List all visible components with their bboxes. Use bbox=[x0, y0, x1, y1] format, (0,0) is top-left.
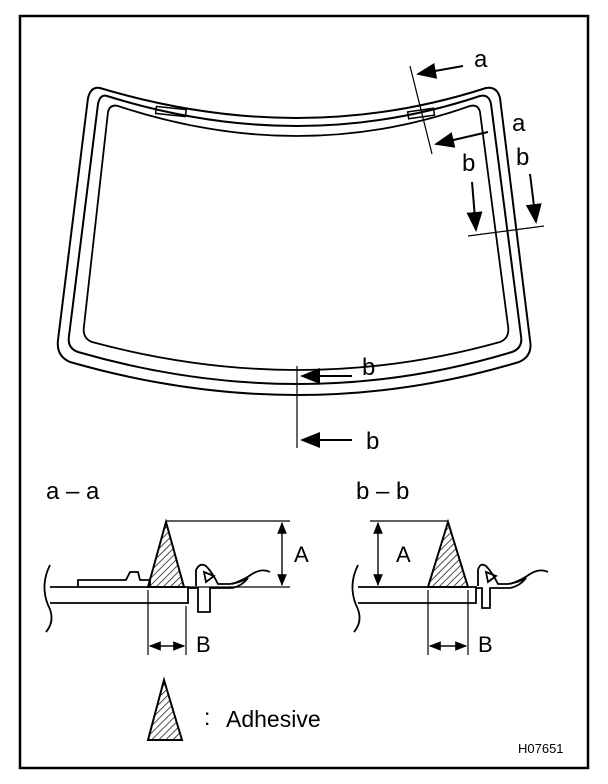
figure-code: H07651 bbox=[518, 741, 564, 756]
windshield-outline bbox=[56, 86, 532, 396]
section-a-a-dim-a: A bbox=[294, 542, 309, 567]
section-a-a-dimensions bbox=[147, 520, 290, 655]
section-a-arrow-right bbox=[434, 131, 489, 148]
section-b-arrow-right-upper bbox=[466, 181, 483, 232]
section-a-a-title: a – a bbox=[46, 478, 100, 505]
section-b-b-adhesive-bead bbox=[426, 518, 470, 588]
section-b-b-title: b – b bbox=[356, 478, 410, 505]
legend-adhesive-symbol bbox=[146, 676, 184, 741]
windshield-glass-edge bbox=[82, 104, 510, 371]
section-a-a-dim-b: B bbox=[196, 632, 211, 657]
section-b-cut-line-right bbox=[467, 225, 545, 237]
legend-separator: : bbox=[204, 704, 211, 730]
section-b-b-dim-a: A bbox=[396, 542, 411, 567]
section-a-cut-line bbox=[409, 65, 433, 155]
label-a-top: a bbox=[474, 46, 488, 73]
section-b-b-dim-b: B bbox=[478, 632, 493, 657]
label-b-bottom-lower: b bbox=[366, 428, 380, 455]
section-a-a-drawing bbox=[43, 563, 271, 633]
spacer-block-left bbox=[154, 105, 188, 118]
section-b-b-dimensions bbox=[370, 520, 469, 655]
section-b-b-drawing bbox=[351, 563, 549, 633]
label-b-bottom-upper: b bbox=[362, 354, 376, 381]
section-a-a-adhesive-bead bbox=[146, 518, 186, 588]
label-b-right-upper: b bbox=[462, 150, 476, 177]
label-a-right: a bbox=[512, 110, 526, 137]
diagram-border bbox=[18, 14, 590, 770]
legend-adhesive-label: Adhesive bbox=[226, 706, 321, 732]
section-a-arrow-top bbox=[416, 62, 464, 79]
section-b-arrow-right-lower bbox=[525, 173, 542, 224]
label-b-right-lower: b bbox=[516, 144, 530, 171]
